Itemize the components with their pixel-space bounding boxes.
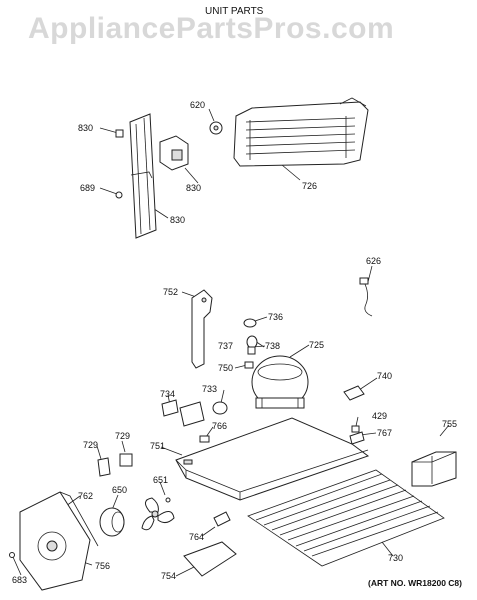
part-733: [212, 401, 228, 415]
screw-830-part: [115, 129, 124, 138]
relay-740-part: [343, 385, 365, 401]
grommet-737-part: [246, 335, 258, 349]
part-764: [213, 511, 231, 527]
screw-689-part: [115, 191, 123, 199]
label-730: 730: [388, 553, 404, 563]
clip-750-part: [244, 361, 254, 369]
label-729-left: 729: [83, 440, 99, 450]
label-750: 750: [218, 363, 234, 373]
label-830-bracket: 830: [186, 183, 202, 193]
bracket-755-part: [411, 451, 457, 487]
cord-626-part: [359, 277, 373, 317]
label-738: 738: [265, 341, 281, 351]
label-764: 764: [189, 532, 205, 542]
part-767: [349, 431, 365, 445]
label-767: 767: [377, 428, 393, 438]
label-734: 734: [160, 389, 176, 399]
grommet-736-part: [243, 318, 257, 328]
drain-coil-730-part: [247, 469, 445, 567]
label-755: 755: [442, 419, 458, 429]
label-729-right: 729: [115, 431, 131, 441]
label-766: 766: [212, 421, 228, 431]
label-751: 751: [150, 441, 166, 451]
label-683: 683: [12, 575, 28, 585]
condenser-726-part: [233, 97, 369, 167]
label-626: 626: [366, 256, 382, 266]
channel-830-part: [129, 113, 157, 239]
screw-683-part: [9, 552, 15, 558]
label-752: 752: [163, 287, 179, 297]
label-620: 620: [190, 100, 206, 110]
fan-blade-651-part: [141, 497, 175, 531]
cover-734-part: [161, 399, 205, 427]
label-736: 736: [268, 312, 284, 322]
bracket-754-part: [183, 541, 237, 577]
label-754: 754: [161, 571, 177, 581]
sleeve-738-part: [247, 346, 256, 355]
label-830-screw: 830: [78, 123, 94, 133]
label-726: 726: [302, 181, 318, 191]
label-651: 651: [153, 475, 169, 485]
label-737: 737: [218, 341, 234, 351]
label-733: 733: [202, 384, 218, 394]
label-830-channel: 830: [170, 215, 186, 225]
label-650: 650: [112, 485, 128, 495]
diagram-title: UNIT PARTS: [205, 6, 264, 17]
part-429: [351, 425, 360, 433]
label-689: 689: [80, 183, 96, 193]
compressor-725-part: [251, 355, 309, 409]
label-429: 429: [372, 411, 388, 421]
bracket-752-part: [191, 289, 213, 369]
part-620: [209, 121, 223, 135]
baseplate-751-part: [175, 417, 370, 501]
fan-motor-650-part: [99, 507, 125, 537]
watermark-text: AppliancePartsPros.com: [28, 12, 395, 45]
art-number: (ART NO. WR18200 C8): [368, 578, 462, 588]
clip-729a-part: [97, 457, 111, 477]
fan-shroud-762-part: [19, 491, 99, 591]
label-740: 740: [377, 371, 393, 381]
label-756: 756: [95, 561, 111, 571]
label-762: 762: [78, 491, 94, 501]
label-725: 725: [309, 340, 325, 350]
bracket-830-part: [159, 135, 189, 171]
part-766: [199, 435, 210, 443]
clip-729b-part: [119, 453, 133, 467]
